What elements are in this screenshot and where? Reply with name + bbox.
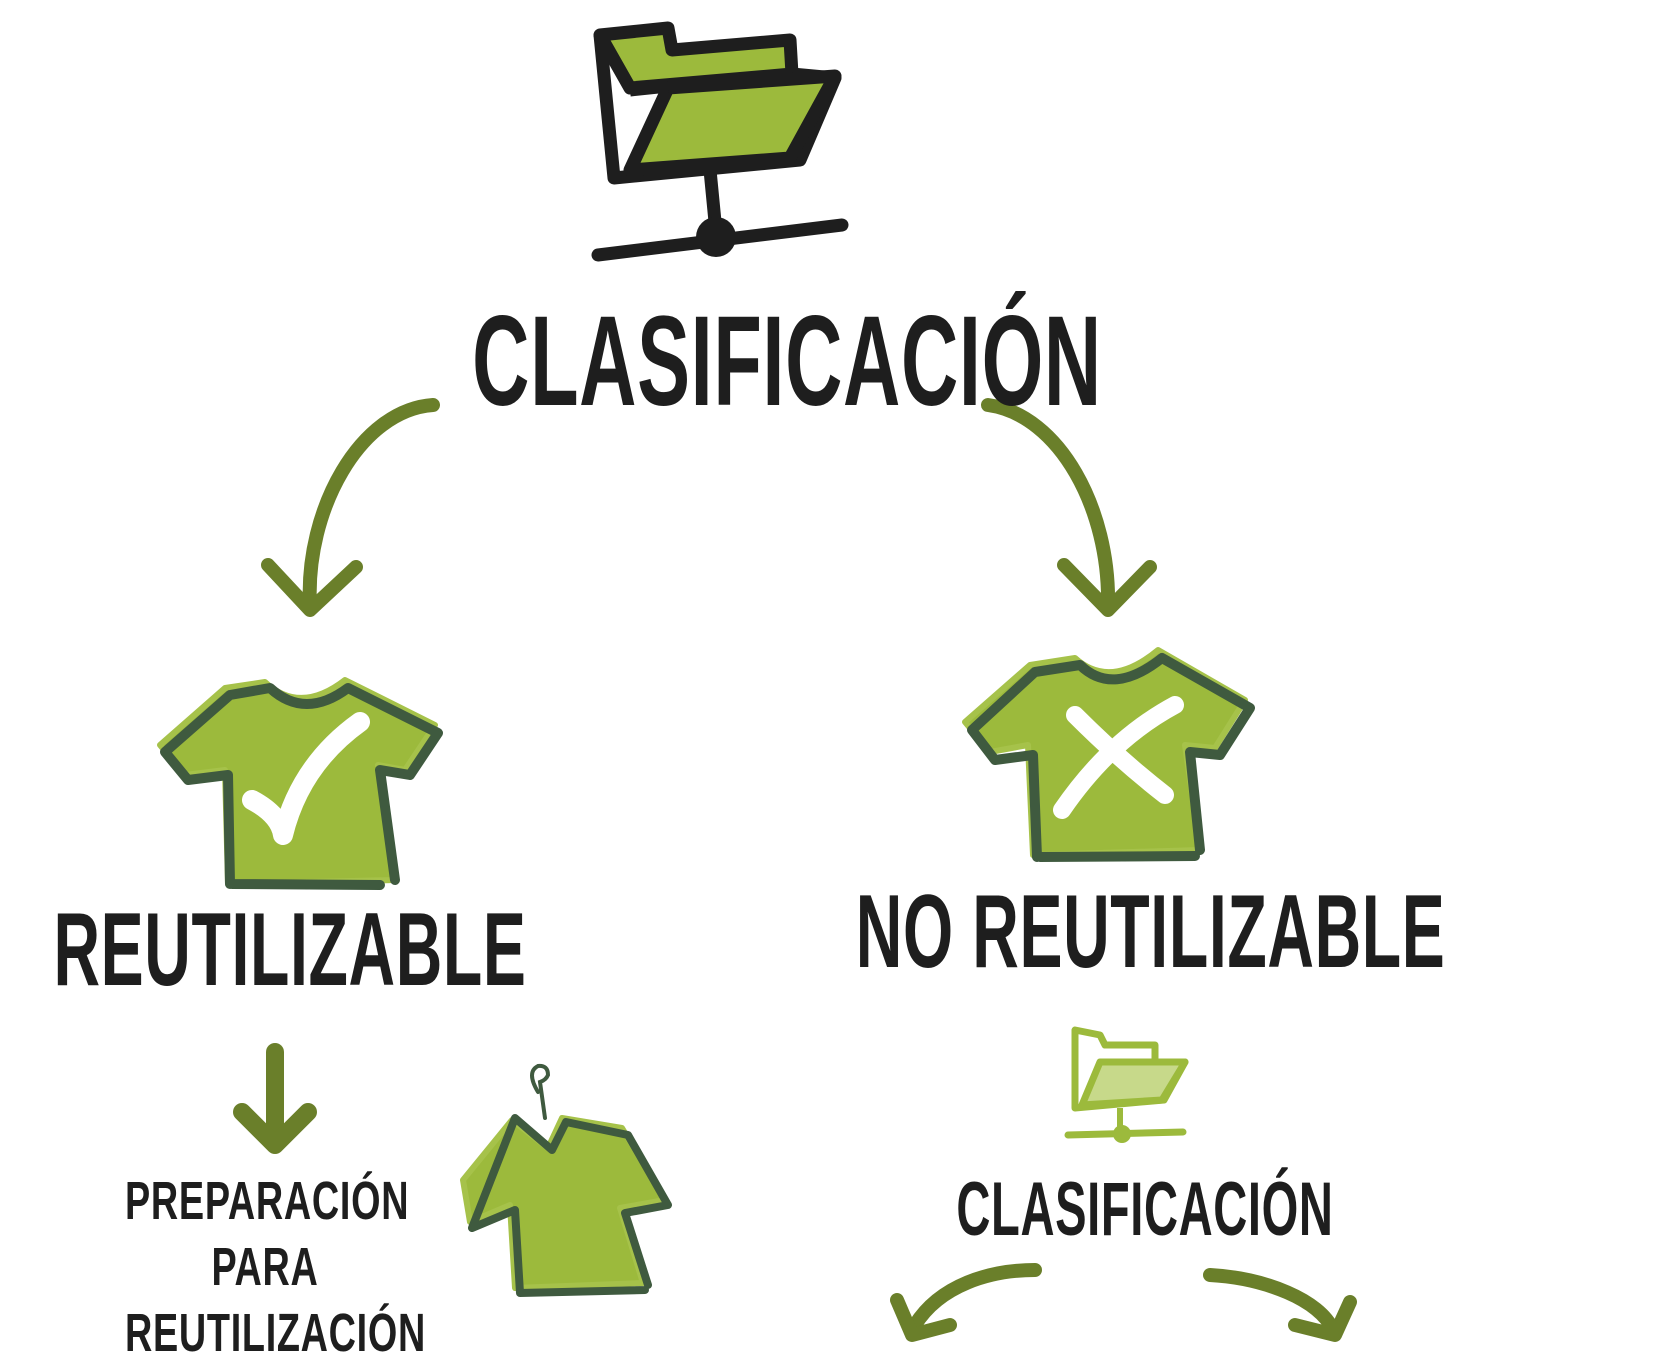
folder-network-small-icon — [1064, 1026, 1189, 1143]
shirt-hanger-icon — [460, 1063, 672, 1297]
sub-clasificacion-label: CLASIFICACIÓN — [956, 1167, 1334, 1252]
arrow-sub-right — [1203, 1268, 1357, 1342]
shirt-cross-icon — [962, 647, 1255, 862]
no-reutilizable-label: NO REUTILIZABLE — [855, 874, 1446, 990]
preparacion-label: PREPARACIÓN PARA REUTILIZACIÓN — [125, 1171, 426, 1363]
arrow-sub-left — [890, 1263, 1042, 1342]
folder-network-icon — [591, 21, 849, 262]
diagram-title: CLASIFICACIÓN — [472, 290, 1102, 433]
arrow-to-reutilizable — [261, 398, 440, 617]
arrow-to-no-reutilizable — [981, 398, 1157, 617]
reutilizable-label: REUTILIZABLE — [53, 892, 527, 1008]
arrow-to-preparacion — [233, 1043, 317, 1154]
shirt-check-icon — [157, 677, 443, 890]
